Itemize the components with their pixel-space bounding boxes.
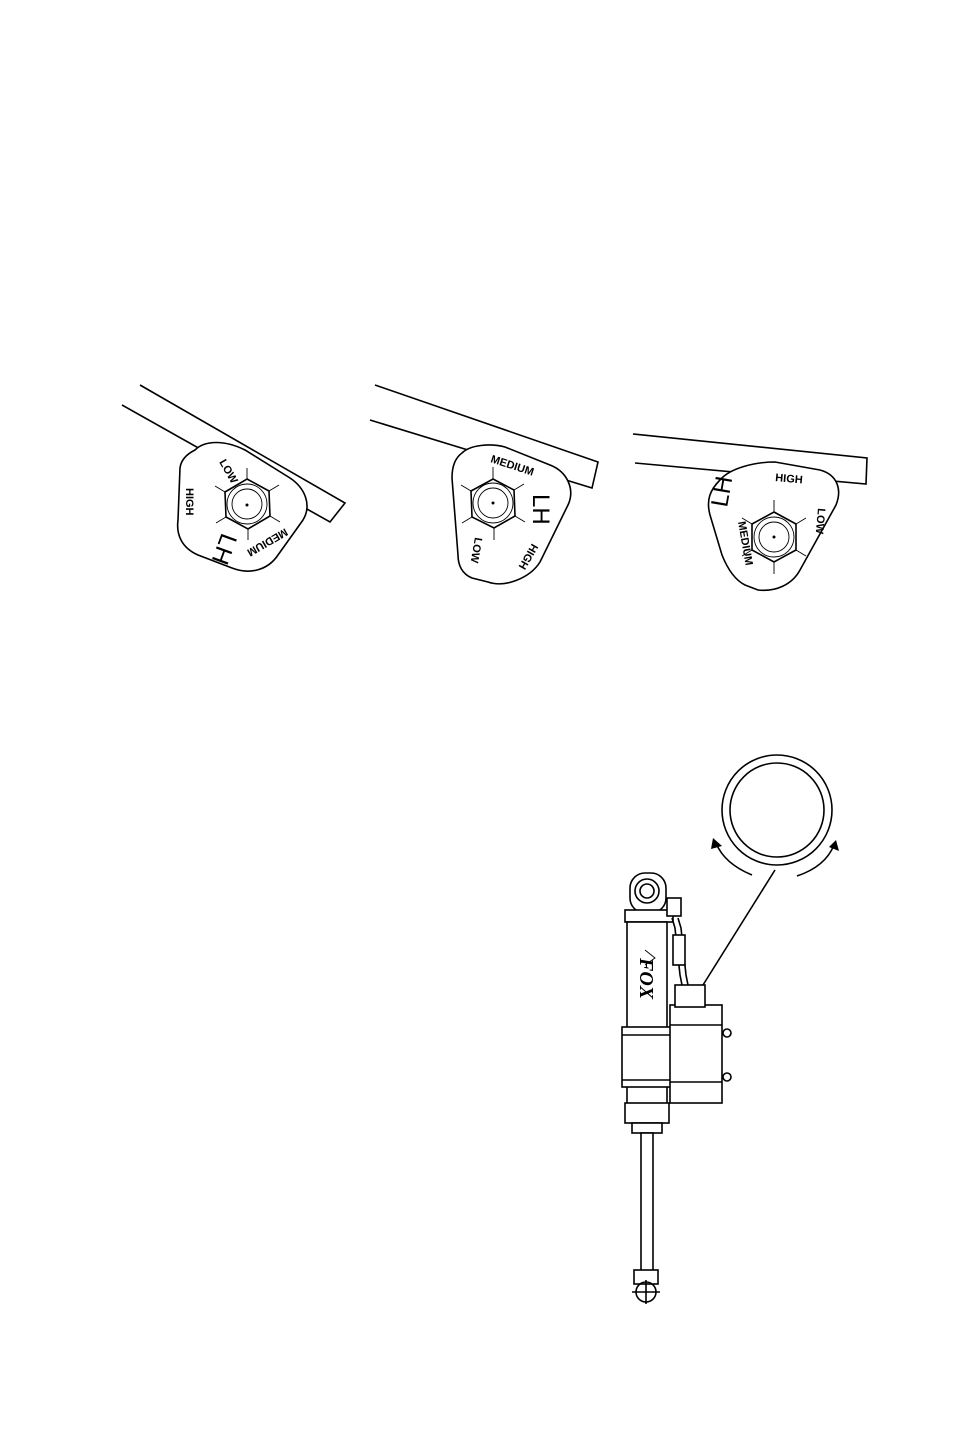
top-eyelet <box>630 873 666 913</box>
clamp-bolt <box>723 1029 731 1037</box>
adjuster-knob <box>675 985 705 1007</box>
brand-logo: FOX <box>635 957 657 1000</box>
body-cap <box>625 910 673 922</box>
lower-seal-head <box>625 1103 669 1123</box>
shock-absorber: FOX <box>622 755 839 1304</box>
shaft <box>641 1133 653 1273</box>
cam-view-right: HIGH LH LOW MEDIUM <box>633 434 867 590</box>
bottom-eyelet <box>632 1270 660 1304</box>
rotate-left-arrow <box>716 843 752 875</box>
bump-stop <box>632 1123 662 1133</box>
label-low: LOW <box>813 508 827 535</box>
label-high: HIGH <box>183 488 195 516</box>
reservoir <box>670 1005 722 1103</box>
cam-view-middle: MEDIUM LH LOW HIGH <box>370 385 598 584</box>
adjuster-detail-ring <box>722 755 832 865</box>
cam-view-left: LOW HIGH MEDIUM LH <box>122 385 345 571</box>
clamp-bolt <box>723 1073 731 1081</box>
clamp-band <box>622 1027 672 1087</box>
label-high: HIGH <box>775 472 803 486</box>
label-side: LH <box>527 494 554 525</box>
hose-sleeve <box>673 935 685 965</box>
cam-plate <box>178 443 307 572</box>
hose-fitting <box>667 898 681 916</box>
label-side: LH <box>706 474 738 509</box>
leader-line <box>703 870 775 985</box>
